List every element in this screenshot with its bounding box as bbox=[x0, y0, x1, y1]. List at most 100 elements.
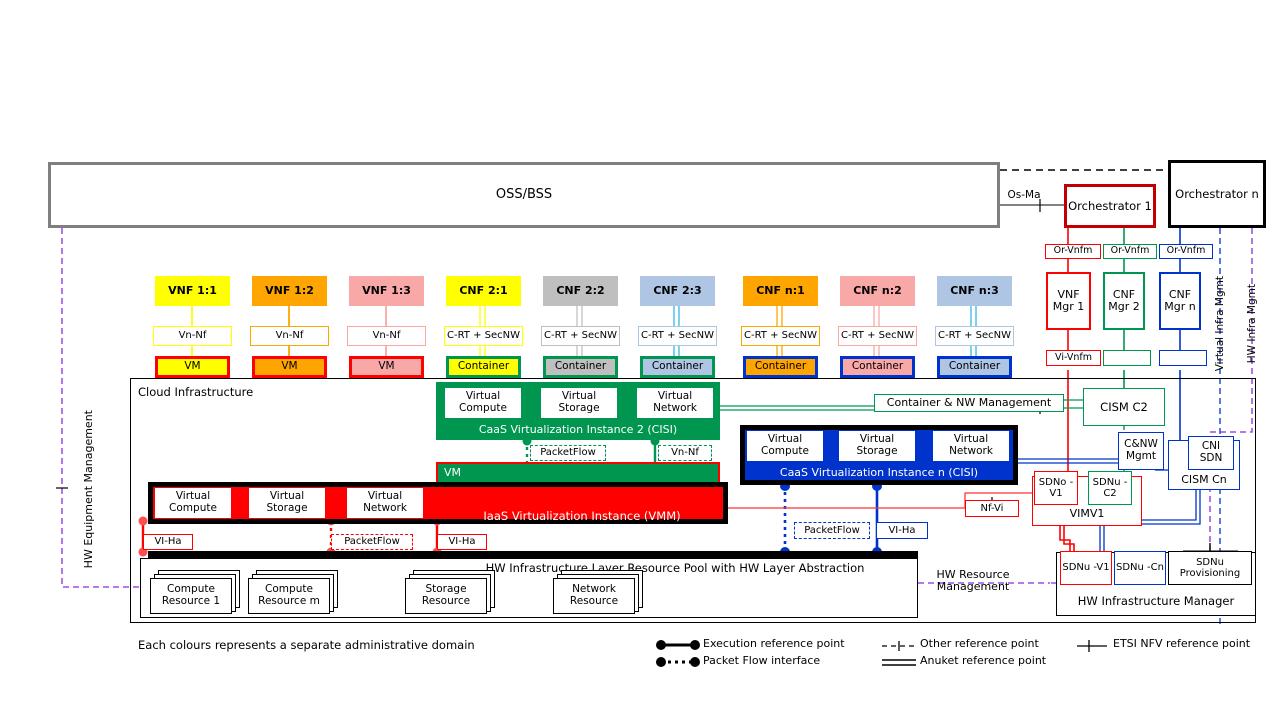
cnf-2-3-refpoint[interactable]: C-RT + SecNW bbox=[638, 326, 717, 346]
hw-pool-bar bbox=[148, 551, 918, 558]
vi-vnfm-red-box[interactable]: Vi-Vnfm bbox=[1046, 350, 1101, 366]
cnf-n-1-host[interactable]: Container bbox=[743, 356, 818, 378]
or-vnfm-red-box[interactable]: Or-Vnfm bbox=[1045, 244, 1101, 259]
legend-etsi-nfv-reference-point: ETSI NFV reference point bbox=[1113, 637, 1251, 650]
hw-equipment-management-label: HW Equipment Management bbox=[82, 410, 95, 569]
or-vnfm-blue-box[interactable]: Or-Vnfm bbox=[1159, 244, 1213, 259]
cnf-n-1-box[interactable]: CNF n:1 bbox=[743, 276, 818, 306]
cnf-2-3-box[interactable]: CNF 2:3 bbox=[640, 276, 715, 306]
cism-cn-label: CISM Cn bbox=[1181, 472, 1227, 486]
cnw-mgmt-box[interactable]: C&NW Mgmt bbox=[1118, 432, 1164, 470]
cnf-n-2-host[interactable]: Container bbox=[840, 356, 915, 378]
vnf-1-1-box[interactable]: VNF 1:1 bbox=[155, 276, 230, 306]
ossbss-label: OSS/BSS bbox=[495, 186, 553, 202]
sdnu-provisioning-box[interactable]: SDNu Provisioning bbox=[1168, 551, 1252, 585]
os-ma-label: Os-Ma bbox=[1007, 189, 1041, 202]
vnf-mgr-1-label: VNF Mgr 1 bbox=[1052, 287, 1085, 313]
cnf-2-1-box[interactable]: CNF 2:1 bbox=[446, 276, 521, 306]
cnf-mgr-n-label: CNF Mgr n bbox=[1164, 287, 1196, 313]
hw-equipment-mgmt-line bbox=[61, 228, 140, 588]
cnf-n-2-box[interactable]: CNF n:2 bbox=[840, 276, 915, 306]
virtual-infra-mgmt-label: Virtual Infra Mgmt bbox=[1214, 276, 1226, 372]
cnf-2-2-host[interactable]: Container bbox=[543, 356, 618, 378]
cnf-n-3-refpoint[interactable]: C-RT + SecNW bbox=[935, 326, 1014, 346]
hw-resource-management-label: HW Resource Management bbox=[936, 567, 1010, 593]
caas2-packetflow-label[interactable]: PacketFlow bbox=[530, 445, 606, 461]
iaas-virtual-storage[interactable]: Virtual Storage bbox=[248, 487, 326, 519]
cnf-n-1-refpoint[interactable]: C-RT + SecNW bbox=[741, 326, 820, 346]
cnf-2-1-refpoint[interactable]: C-RT + SecNW bbox=[444, 326, 523, 346]
hw-resource-2[interactable]: Storage Resource bbox=[405, 578, 487, 614]
iaas-virtual-compute[interactable]: Virtual Compute bbox=[154, 487, 232, 519]
sdnu-v1-box[interactable]: SDNu -V1 bbox=[1060, 551, 1112, 585]
iaas-viha-left-label[interactable]: VI-Ha bbox=[143, 534, 193, 550]
orchestrator-n-label: Orchestrator n bbox=[1175, 186, 1259, 201]
vnf-1-3-host[interactable]: VM bbox=[349, 356, 424, 378]
hw-pool-box[interactable] bbox=[140, 558, 918, 618]
hw-resource-0[interactable]: Compute Resource 1 bbox=[150, 578, 232, 614]
vnf-1-1-host[interactable]: VM bbox=[155, 356, 230, 378]
vnf-1-3-label: VNF 1:3 bbox=[362, 283, 411, 297]
orchestrator-n-box[interactable]: Orchestrator n bbox=[1168, 160, 1266, 228]
orchestrator-1-label: Orchestrator 1 bbox=[1068, 198, 1152, 213]
hw-resource-1[interactable]: Compute Resource m bbox=[248, 578, 330, 614]
caasn-virtual-compute[interactable]: Virtual Compute bbox=[746, 430, 824, 462]
iaas-box[interactable] bbox=[148, 482, 728, 524]
iaas-title: IaaS Virtualization Instance (VMM) bbox=[483, 508, 681, 523]
caasn-virtual-network[interactable]: Virtual Network bbox=[932, 430, 1010, 462]
legend-execution-reference-point: Execution reference point bbox=[703, 637, 845, 650]
cnf-n-3-box[interactable]: CNF n:3 bbox=[937, 276, 1012, 306]
vnf-1-2-refpoint[interactable]: Vn-Nf bbox=[250, 326, 329, 346]
orchestrator-1-box[interactable]: Orchestrator 1 bbox=[1064, 184, 1156, 228]
sdnu-cn-box[interactable]: SDNu -Cn bbox=[1114, 551, 1166, 585]
cnf-2-2-label: CNF 2:2 bbox=[556, 283, 605, 297]
cnf-mgr-n-box[interactable]: CNF Mgr n bbox=[1159, 272, 1201, 330]
or-vnfm-green-box[interactable]: Or-Vnfm bbox=[1103, 244, 1157, 259]
vnf-1-1-refpoint[interactable]: Vn-Nf bbox=[153, 326, 232, 346]
vi-vnfm-blue-box[interactable] bbox=[1159, 350, 1207, 366]
cism-c2-box[interactable]: CISM C2 bbox=[1083, 388, 1165, 426]
legend-packet-flow-interface: Packet Flow interface bbox=[703, 654, 821, 667]
sdno-v1-box[interactable]: SDNo -V1 bbox=[1034, 471, 1078, 505]
cnf-2-1-label: CNF 2:1 bbox=[459, 283, 508, 297]
vi-vnfm-green-box[interactable] bbox=[1103, 350, 1151, 366]
vnf-1-2-label: VNF 1:2 bbox=[265, 283, 314, 297]
container-nw-management-box[interactable]: Container & NW Management bbox=[874, 394, 1064, 412]
caasn-packetflow-label[interactable]: PacketFlow bbox=[794, 522, 870, 539]
vnf-1-1-label: VNF 1:1 bbox=[168, 283, 217, 297]
hw-pool-title: HW Infrastructure Layer Resource Pool wi… bbox=[485, 560, 865, 575]
vnf-1-2-host[interactable]: VM bbox=[252, 356, 327, 378]
nf-vi-label[interactable]: Nf-Vi bbox=[965, 500, 1019, 517]
vnf-1-3-box[interactable]: VNF 1:3 bbox=[349, 276, 424, 306]
cnf-n-2-refpoint[interactable]: C-RT + SecNW bbox=[838, 326, 917, 346]
cnf-n-2-label: CNF n:2 bbox=[853, 283, 902, 297]
vnf-1-3-refpoint[interactable]: Vn-Nf bbox=[347, 326, 426, 346]
cnf-mgr-2-box[interactable]: CNF Mgr 2 bbox=[1103, 272, 1145, 330]
iaas-packetflow-label[interactable]: PacketFlow bbox=[331, 534, 413, 550]
cloud-infrastructure-box bbox=[130, 378, 1256, 623]
caasn-viha-label[interactable]: VI-Ha bbox=[876, 522, 928, 539]
cnf-2-2-refpoint[interactable]: C-RT + SecNW bbox=[541, 326, 620, 346]
hw-infrastructure-manager-label: HW Infrastructure Manager bbox=[1077, 593, 1235, 608]
hw-infra-mgmt-label: HW Infra Mgmt bbox=[1246, 284, 1258, 364]
caas2-title: CaaS Virtualization Instance 2 (CISI) bbox=[478, 422, 678, 436]
caasn-virtual-storage[interactable]: Virtual Storage bbox=[838, 430, 916, 462]
caas2-vnnf-label[interactable]: Vn-Nf bbox=[658, 445, 712, 461]
cnf-n-3-label: CNF n:3 bbox=[950, 283, 999, 297]
cnf-n-3-host[interactable]: Container bbox=[937, 356, 1012, 378]
vnf-mgr-1-box[interactable]: VNF Mgr 1 bbox=[1046, 272, 1091, 330]
caas2-vm-bar[interactable] bbox=[436, 462, 720, 484]
cnf-2-3-host[interactable]: Container bbox=[640, 356, 715, 378]
sdnu-c2-box[interactable]: SDNu -C2 bbox=[1088, 471, 1132, 505]
caas2-virtual-network[interactable]: Virtual Network bbox=[636, 387, 714, 419]
cni-sdn-box[interactable]: CNI SDN bbox=[1188, 436, 1234, 470]
cnf-2-2-box[interactable]: CNF 2:2 bbox=[543, 276, 618, 306]
caas2-virtual-compute[interactable]: Virtual Compute bbox=[444, 387, 522, 419]
ossbss-box[interactable]: OSS/BSS bbox=[48, 162, 1000, 228]
hw-resource-3[interactable]: Network Resource bbox=[553, 578, 635, 614]
cnf-2-1-host[interactable]: Container bbox=[446, 356, 521, 378]
iaas-virtual-network[interactable]: Virtual Network bbox=[346, 487, 424, 519]
vnf-1-2-box[interactable]: VNF 1:2 bbox=[252, 276, 327, 306]
iaas-viha-label[interactable]: VI-Ha bbox=[437, 534, 487, 550]
caas2-virtual-storage[interactable]: Virtual Storage bbox=[540, 387, 618, 419]
